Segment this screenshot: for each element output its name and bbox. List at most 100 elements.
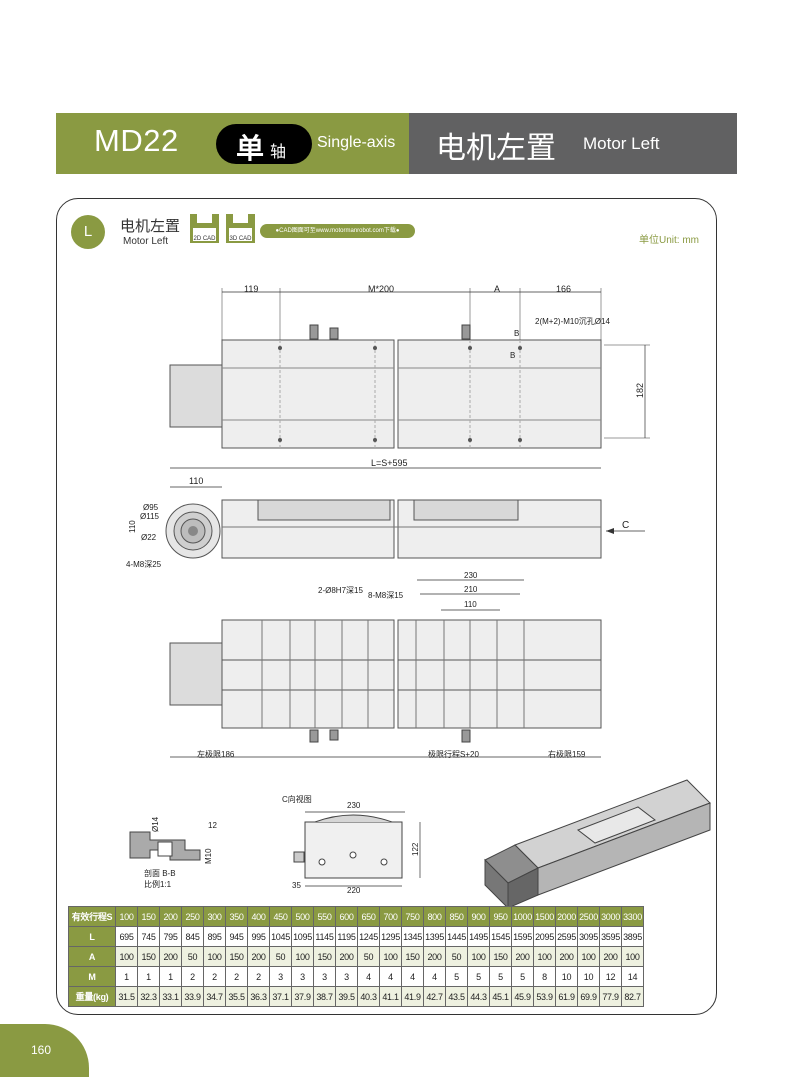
dim-d95: Ø95 <box>143 503 159 512</box>
table-cell: 44.3 <box>467 986 490 1007</box>
table-cell: 895 <box>203 926 226 947</box>
table-cell: 3000 <box>599 906 622 927</box>
table-cell: 77.9 <box>599 986 622 1007</box>
table-cell: 150 <box>137 946 160 967</box>
side-view: L=S+595 110 Ø95 Ø115 110 Ø22 4-M8深25 C <box>126 458 645 569</box>
table-cell: 1095 <box>291 926 314 947</box>
table-cell: 2000 <box>555 906 578 927</box>
table-cell: 600 <box>335 906 358 927</box>
table-cell: 1245 <box>357 926 380 947</box>
body-bottom-right <box>397 619 602 729</box>
row-label: L <box>68 926 116 947</box>
table-cell: 1145 <box>313 926 336 947</box>
cad-download-link[interactable]: ●CAD图面可至www.motormanrobot.com下载● <box>260 224 415 238</box>
table-cell: 10 <box>555 966 578 987</box>
table-cell: 750 <box>401 906 424 927</box>
table-cell: 1345 <box>401 926 424 947</box>
limit-stroke: 极限行程S+20 <box>428 749 479 759</box>
body-bottom-left <box>221 619 395 729</box>
table-cell: 3895 <box>621 926 644 947</box>
table-cell: 1295 <box>379 926 402 947</box>
table-cell: 39.5 <box>335 986 358 1007</box>
cad-2d-label: 2D CAD <box>193 236 216 242</box>
cad-3d-icon[interactable]: 3D CAD <box>225 213 256 244</box>
table-cell: 40.3 <box>357 986 380 1007</box>
table-cell: 100 <box>379 946 402 967</box>
table-cell: 1045 <box>269 926 292 947</box>
table-cell: 1000 <box>511 906 534 927</box>
table-cell: 150 <box>401 946 424 967</box>
unit-label: 单位Unit: mm <box>639 235 699 246</box>
table-cell: 3 <box>269 966 292 987</box>
bb-12: 12 <box>208 821 217 830</box>
table-cell: 61.9 <box>555 986 578 1007</box>
single-axis-pill: 单 轴 <box>216 124 312 164</box>
c-122: 122 <box>411 842 420 856</box>
single-cn-small: 轴 <box>270 144 287 161</box>
table-cell: 250 <box>181 906 204 927</box>
table-cell: 10 <box>577 966 600 987</box>
table-cell: 945 <box>225 926 248 947</box>
table-cell: 150 <box>225 946 248 967</box>
table-cell: 3595 <box>599 926 622 947</box>
table-cell: 550 <box>313 906 336 927</box>
table-cell: 100 <box>533 946 556 967</box>
table-cell: 2095 <box>533 926 556 947</box>
table-cell: 12 <box>599 966 622 987</box>
table-cell: 150 <box>489 946 512 967</box>
table-cell: 45.9 <box>511 986 534 1007</box>
table-cell: 100 <box>115 906 138 927</box>
table-cell: 1395 <box>423 926 446 947</box>
table-cell: 500 <box>291 906 314 927</box>
table-cell: 50 <box>357 946 380 967</box>
table-cell: 100 <box>203 946 226 967</box>
table-cell: 41.9 <box>401 986 424 1007</box>
bb-scale: 比例1:1 <box>144 879 172 889</box>
table-cell: 36.3 <box>247 986 270 1007</box>
table-cell: 200 <box>555 946 578 967</box>
table-cell: 200 <box>511 946 534 967</box>
table-cell: 5 <box>445 966 468 987</box>
table-cell: 50 <box>181 946 204 967</box>
c-view-label: C向视图 <box>282 794 312 804</box>
dim-110-bottom: 110 <box>464 600 477 609</box>
table-cell: 37.9 <box>291 986 314 1007</box>
header-green-band: MD22 单 轴 Single-axis <box>56 113 409 174</box>
table-cell: 350 <box>225 906 248 927</box>
section-mark-b-top: B <box>514 329 519 338</box>
dim-l-total: L=S+595 <box>371 458 408 468</box>
c-35: 35 <box>292 881 301 890</box>
table-cell: 650 <box>357 906 380 927</box>
row-label: 重量(kg) <box>68 986 116 1007</box>
table-cell: 1545 <box>489 926 512 947</box>
dim-110-vertical: 110 <box>128 520 137 533</box>
page-header: MD22 单 轴 Single-axis 电机左置 Motor Left <box>56 113 737 174</box>
row-label: A <box>68 946 116 967</box>
table-cell: 100 <box>621 946 644 967</box>
table-cell: 995 <box>247 926 270 947</box>
cad-2d-icon[interactable]: 2D CAD <box>189 213 220 244</box>
table-cell: 2 <box>181 966 204 987</box>
header-gray-band: 电机左置 Motor Left <box>409 113 737 174</box>
spec-card: L 电机左置 Motor Left 2D CAD 3D CAD ●CAD图面可至… <box>56 198 717 1015</box>
c-220: 220 <box>347 886 361 895</box>
page-number: 160 <box>31 1043 52 1057</box>
single-axis-en: Single-axis <box>317 134 396 151</box>
table-cell: 32.3 <box>137 986 160 1007</box>
table-cell: 900 <box>467 906 490 927</box>
table-cell: 200 <box>247 946 270 967</box>
dim-230-bottom: 230 <box>464 571 478 580</box>
table-cell: 1 <box>115 966 138 987</box>
dim-182: 182 <box>635 383 645 398</box>
dim-m8-25: 4-M8深25 <box>126 560 162 569</box>
dim-m200: M*200 <box>368 284 394 294</box>
table-cell: 100 <box>115 946 138 967</box>
table-cell: 50 <box>445 946 468 967</box>
single-cn-big: 单 <box>236 133 265 164</box>
table-cell: 53.9 <box>533 986 556 1007</box>
table-cell: 795 <box>159 926 182 947</box>
dim-119: 119 <box>244 284 258 294</box>
